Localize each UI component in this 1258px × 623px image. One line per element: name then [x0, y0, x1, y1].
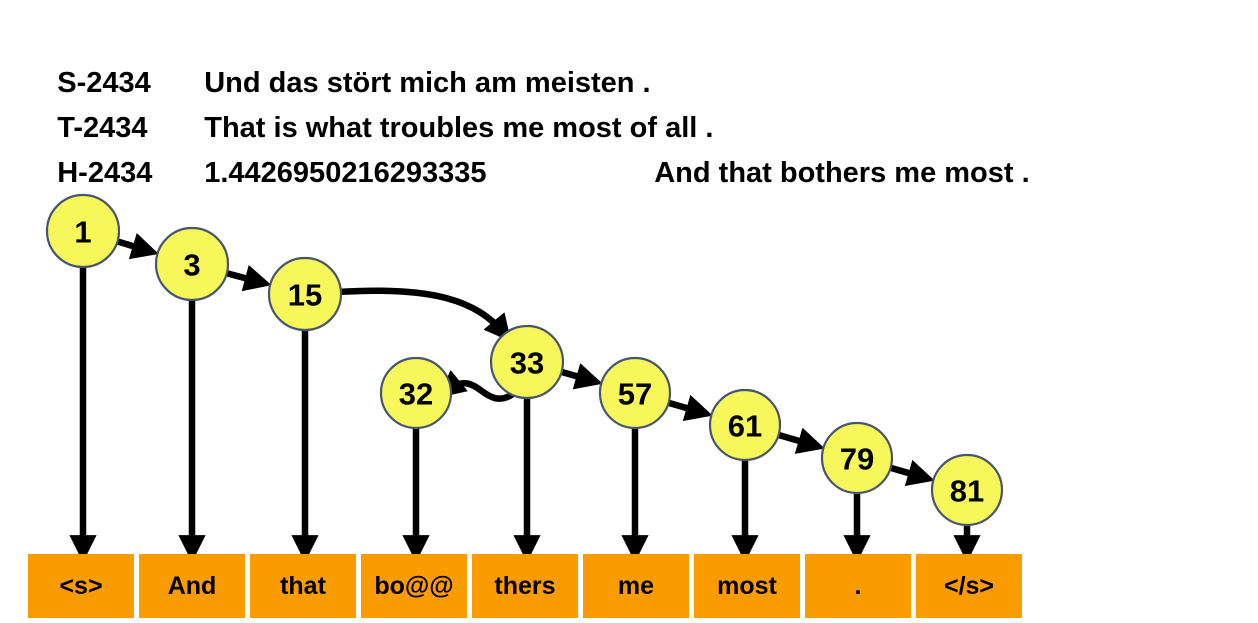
lattice-node-61[interactable]: 61 [708, 388, 782, 462]
target-line: T-2434 That is what troubles me most of a… [25, 61, 713, 144]
hypothesis-line: H-2434 1.4426950216293335 And that bothers… [25, 106, 1029, 189]
source-line-text: Und das stört mich am meisten . [204, 67, 651, 99]
node-label: 15 [288, 278, 322, 313]
lattice-node-81[interactable]: 81 [930, 453, 1004, 527]
target-line-tag: T-2434 [57, 112, 148, 144]
source-line-tag: S-2434 [57, 67, 151, 99]
lattice-edge-57-to-61 [665, 394, 713, 422]
target-line-text: That is what troubles me most of all . [204, 112, 714, 144]
token-box[interactable]: </s> [916, 554, 1022, 618]
token-box[interactable]: . [805, 554, 911, 618]
node-circle [820, 421, 894, 495]
node-label: 57 [618, 377, 652, 412]
token-box[interactable]: And [139, 554, 245, 618]
node-circle [45, 193, 121, 269]
lattice-edge-33-to-32 [438, 370, 515, 402]
hypothesis-score: 1.4426950216293335 [204, 157, 487, 189]
token-box[interactable]: that [250, 554, 356, 618]
node-label: 1 [74, 215, 91, 250]
source-line: S-2434 Und das stört mich am meisten . [25, 16, 650, 99]
hypothesis-line-text: And that bothers me most . [654, 157, 1030, 189]
token-box[interactable]: thers [472, 554, 578, 618]
lattice-edge-3-to-15 [224, 264, 272, 292]
token-box[interactable]: <s> [28, 554, 134, 618]
token-box[interactable]: bo@@ [361, 554, 467, 618]
token-box[interactable]: me [583, 554, 689, 618]
lattice-edge-1-to-3 [114, 232, 159, 260]
node-circle [930, 453, 1004, 527]
node-circle [154, 226, 230, 302]
node-label: 32 [399, 377, 433, 412]
lattice-nodes: 1 3 15 32 33 57 61 79 81 [45, 193, 1004, 527]
token-box[interactable]: most [694, 554, 800, 618]
lattice-edge-79-to-81 [887, 459, 935, 487]
lattice-node-57[interactable]: 57 [598, 356, 672, 430]
node-circle [598, 356, 672, 430]
node-circle [708, 388, 782, 462]
lattice-edges [114, 232, 935, 487]
lattice-node-3[interactable]: 3 [154, 226, 230, 302]
node-circle [489, 324, 565, 400]
lattice-edge-15-to-33 [336, 287, 512, 342]
lattice-node-32[interactable]: 32 [379, 356, 453, 430]
node-circle [379, 356, 453, 430]
lattice-node-15[interactable]: 15 [267, 256, 343, 332]
hypothesis-line-tag: H-2434 [57, 157, 153, 189]
node-label: 81 [950, 474, 984, 509]
node-label: 79 [840, 442, 874, 477]
node-label: 33 [510, 346, 544, 381]
lattice-node-79[interactable]: 79 [820, 421, 894, 495]
token-drop-lines [69, 267, 981, 563]
translation-output-block: S-2434 Und das stört mich am meisten . T-… [0, 0, 1258, 189]
node-label: 61 [728, 409, 762, 444]
node-label: 3 [183, 248, 200, 283]
lattice-edge-33-to-57 [558, 363, 603, 390]
lattice-node-33[interactable]: 33 [489, 324, 565, 400]
node-circle [267, 256, 343, 332]
lattice-node-1[interactable]: 1 [45, 193, 121, 269]
lattice-edge-61-to-79 [775, 427, 825, 454]
